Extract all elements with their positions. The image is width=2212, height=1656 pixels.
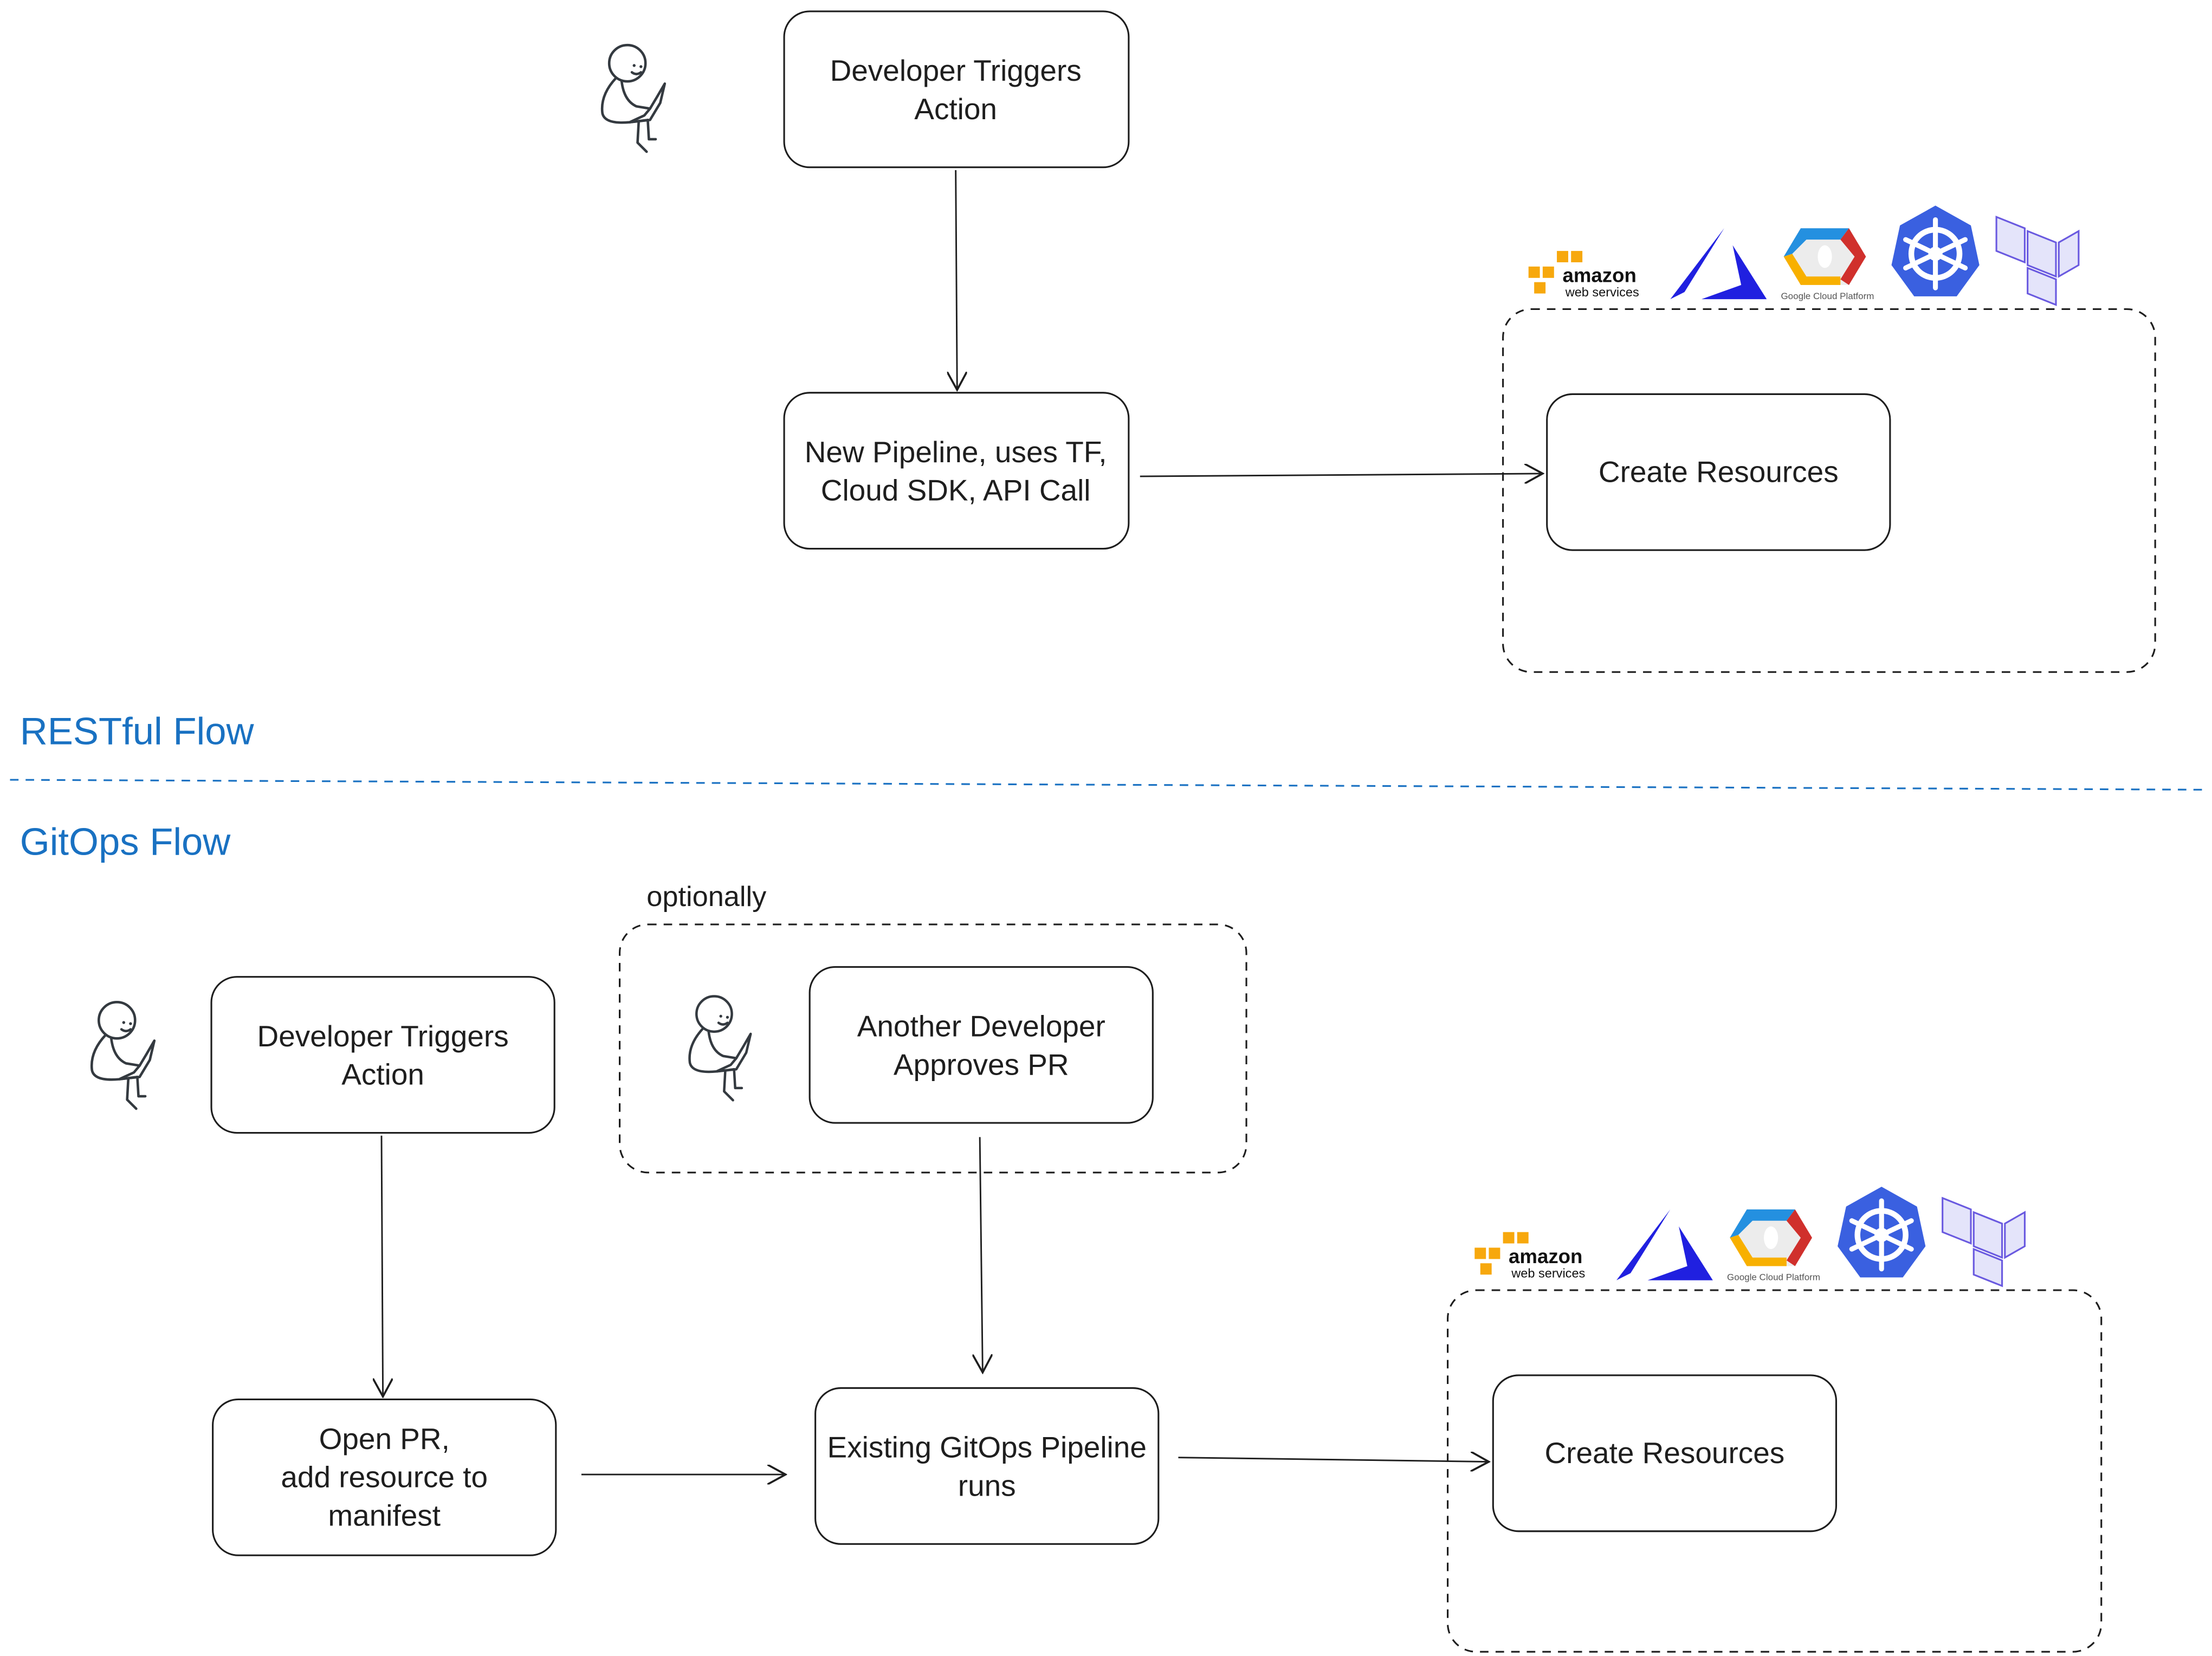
svg-text:Google Cloud Platform: Google Cloud Platform	[1727, 1272, 1820, 1283]
developer-figure	[602, 45, 665, 152]
svg-text:Developer Triggers: Developer Triggers	[830, 54, 1082, 87]
arrow-approve-to-pipeline	[980, 1137, 982, 1372]
azure-logo	[1616, 1209, 1713, 1280]
terraform-logo	[1995, 215, 2080, 306]
gitops-create-box: Create Resources	[1492, 1374, 1838, 1532]
aws-logo: amazon web services	[1528, 251, 1639, 299]
kubernetes-logo	[1838, 1186, 1926, 1278]
svg-text:Google Cloud Platform: Google Cloud Platform	[1781, 291, 1874, 301]
restful-section-label: RESTful Flow	[20, 710, 255, 753]
google-cloud-logo: Google Cloud Platform	[1781, 228, 1874, 301]
svg-text:add resource to: add resource to	[281, 1460, 488, 1494]
svg-text:runs: runs	[958, 1469, 1016, 1502]
svg-text:Create Resources: Create Resources	[1599, 455, 1839, 489]
developer-figure	[92, 1002, 154, 1109]
aws-logo: amazon web services	[1474, 1232, 1585, 1280]
gitops-section-label: GitOps Flow	[20, 820, 231, 863]
svg-text:Create Resources: Create Resources	[1545, 1436, 1785, 1470]
azure-logo	[1670, 228, 1767, 300]
svg-text:amazon: amazon	[1509, 1245, 1582, 1267]
section-divider	[10, 779, 2205, 791]
svg-text:Action: Action	[914, 92, 997, 126]
restful-create-box: Create Resources	[1546, 393, 1891, 551]
optional-approval-region	[618, 923, 1247, 1174]
gitops-open-pr-box: Open PR, add resource to manifest	[212, 1398, 557, 1556]
gitops-pipeline-box: Existing GitOps Pipeline runs	[814, 1387, 1160, 1545]
terraform-logo	[1942, 1196, 2026, 1288]
svg-text:amazon: amazon	[1562, 264, 1636, 287]
svg-text:Existing GitOps Pipeline: Existing GitOps Pipeline	[827, 1431, 1147, 1464]
svg-text:New Pipeline, uses TF,: New Pipeline, uses TF,	[805, 435, 1107, 469]
svg-text:Another Developer: Another Developer	[857, 1010, 1105, 1043]
cloud-logos: amazon web services Google Cloud Platfor…	[1528, 205, 2080, 306]
arrow-trigger-to-open-pr	[381, 1135, 383, 1396]
svg-text:Approves PR: Approves PR	[894, 1047, 1069, 1081]
svg-text:web services: web services	[1511, 1266, 1585, 1280]
svg-text:Cloud SDK, API Call: Cloud SDK, API Call	[821, 474, 1091, 507]
svg-text:manifest: manifest	[328, 1498, 441, 1532]
gitops-approve-box: Another Developer Approves PR	[809, 966, 1154, 1124]
arrow-trigger-to-pipeline	[956, 170, 958, 390]
arrow-pipeline-to-create	[1178, 1458, 1489, 1462]
cloud-provider-region	[1502, 308, 2156, 673]
optional-label: optionally	[646, 881, 767, 913]
gitops-trigger-box: Developer Triggers Action	[210, 976, 555, 1134]
svg-text:web services: web services	[1565, 285, 1639, 299]
cloud-provider-region	[1446, 1289, 2103, 1653]
restful-pipeline-box: New Pipeline, uses TF, Cloud SDK, API Ca…	[783, 392, 1130, 550]
kubernetes-logo	[1891, 205, 1980, 296]
svg-text:Developer Triggers: Developer Triggers	[257, 1019, 509, 1053]
cloud-logos: amazon web services Google Cloud Platfor…	[1474, 1186, 2026, 1288]
svg-text:Open PR,: Open PR,	[319, 1422, 450, 1456]
svg-text:Action: Action	[341, 1058, 424, 1091]
restful-trigger-box: Developer Triggers Action	[783, 10, 1130, 169]
reviewer-figure	[690, 997, 751, 1101]
google-cloud-logo: Google Cloud Platform	[1727, 1209, 1820, 1283]
arrow-pipeline-to-create	[1140, 474, 1543, 476]
